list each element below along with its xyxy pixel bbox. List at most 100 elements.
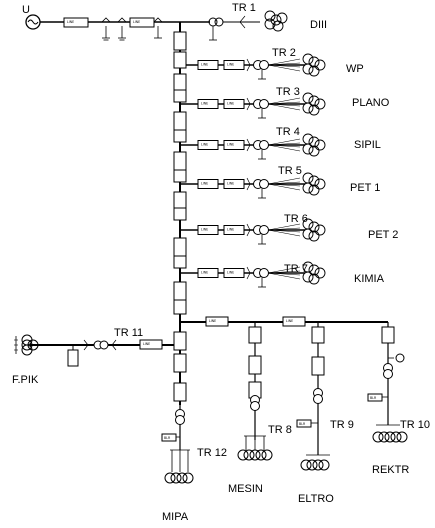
line-box <box>197 99 219 109</box>
motor-load-group <box>14 334 39 356</box>
output-lead <box>267 103 301 111</box>
lower-bus-line-boxes: LINE LINE <box>205 316 306 327</box>
output-lead <box>267 142 301 146</box>
feeder-name: F.PIK <box>12 374 39 386</box>
feeder-name: SIPIL <box>354 139 381 151</box>
switch-mark <box>246 266 251 280</box>
load-motor <box>302 53 314 65</box>
line-box-text: LINE <box>201 63 208 67</box>
utility-source: U <box>22 4 41 30</box>
breaker-box <box>173 281 187 301</box>
tr-label: TR 11 <box>114 327 143 339</box>
tr-label: TR 3 <box>276 86 300 98</box>
line-box-text: LINE <box>67 20 74 24</box>
line-box-text: LINE <box>209 319 216 323</box>
line-box-text: LINE <box>201 102 208 106</box>
output-lead <box>267 229 301 233</box>
feeder-row: LINE LINE <box>197 92 326 119</box>
load-motor <box>308 273 320 285</box>
line-box <box>223 268 245 278</box>
breaker-box <box>173 31 187 51</box>
breaker-box <box>173 299 187 315</box>
line-box: LINE <box>205 316 229 327</box>
output-lead <box>267 183 301 191</box>
eltro-branch: BLR <box>296 326 330 471</box>
output-lead <box>267 223 301 231</box>
feeder-name: ELTRO <box>298 493 334 505</box>
load-motor <box>314 98 326 110</box>
load-motor <box>276 12 288 24</box>
transformer-coil <box>259 225 269 235</box>
breaker-box <box>173 191 187 211</box>
output-lead <box>267 183 301 187</box>
switch-mark <box>246 97 251 111</box>
load-motor <box>302 143 314 155</box>
load-motor <box>302 92 314 104</box>
line-box-text: LINE <box>227 228 234 232</box>
output-lead <box>267 177 301 185</box>
load-motor <box>264 10 276 22</box>
load-motor <box>302 63 314 75</box>
load-box-text: BLR <box>370 396 377 400</box>
load-box-text: BLR <box>164 436 171 440</box>
load-motor <box>308 221 320 233</box>
load-motor <box>314 224 326 236</box>
output-lead <box>267 97 301 105</box>
breaker-box <box>173 111 187 131</box>
output-lead <box>267 58 301 66</box>
switch-mark <box>246 138 251 152</box>
load-motor <box>264 18 276 30</box>
output-lead <box>267 181 301 185</box>
switch-mark <box>246 58 251 72</box>
tr-label: TR 8 <box>268 424 292 436</box>
output-lead <box>267 62 301 66</box>
output-lead <box>267 227 301 231</box>
load-motor <box>302 228 314 240</box>
load-motor <box>302 133 314 145</box>
line-box-text: LINE <box>227 143 234 147</box>
line-box-text: LINE <box>286 319 293 323</box>
output-lead <box>267 266 301 274</box>
line-box-text: LINE <box>227 63 234 67</box>
bus-lines <box>30 21 389 455</box>
output-lead <box>267 64 301 68</box>
breaker-box <box>173 129 187 143</box>
switch-mark <box>246 177 251 191</box>
feeder-name: PET 1 <box>350 182 380 194</box>
fpik-branch: LINE <box>14 334 163 367</box>
line-box <box>223 225 245 235</box>
line-box-text: LINE <box>133 20 140 24</box>
feeder-name: DIII <box>310 19 327 31</box>
tr-label: TR 4 <box>276 126 300 138</box>
line-box-text: LINE <box>227 102 234 106</box>
mesin-branch <box>237 326 273 461</box>
output-lead <box>267 101 301 105</box>
line-box <box>223 140 245 150</box>
load-motor <box>302 102 314 114</box>
output-lead <box>267 272 301 280</box>
load-motor <box>308 65 320 77</box>
feeder-name: PET 2 <box>368 229 398 241</box>
switch-mark <box>246 223 251 237</box>
breaker-box <box>173 89 187 103</box>
transformer-coil <box>259 140 269 150</box>
load-motor <box>272 20 284 32</box>
top-transformer <box>208 15 260 41</box>
line-box <box>223 60 245 70</box>
tr-label: TR 1 <box>232 2 256 14</box>
feeder-name: PLANO <box>352 97 390 109</box>
line-box <box>197 140 219 150</box>
mipa-breakers <box>173 331 187 402</box>
load-motor <box>308 56 320 68</box>
breaker-box <box>173 151 187 171</box>
load-motor <box>314 59 326 71</box>
feeder-name: REKTR <box>372 464 409 476</box>
load-motor <box>308 230 320 242</box>
breaker-box <box>173 237 187 257</box>
line-box <box>197 268 219 278</box>
output-lead <box>267 144 301 148</box>
breaker-box <box>173 73 187 93</box>
tr-label: TR 6 <box>284 213 308 225</box>
